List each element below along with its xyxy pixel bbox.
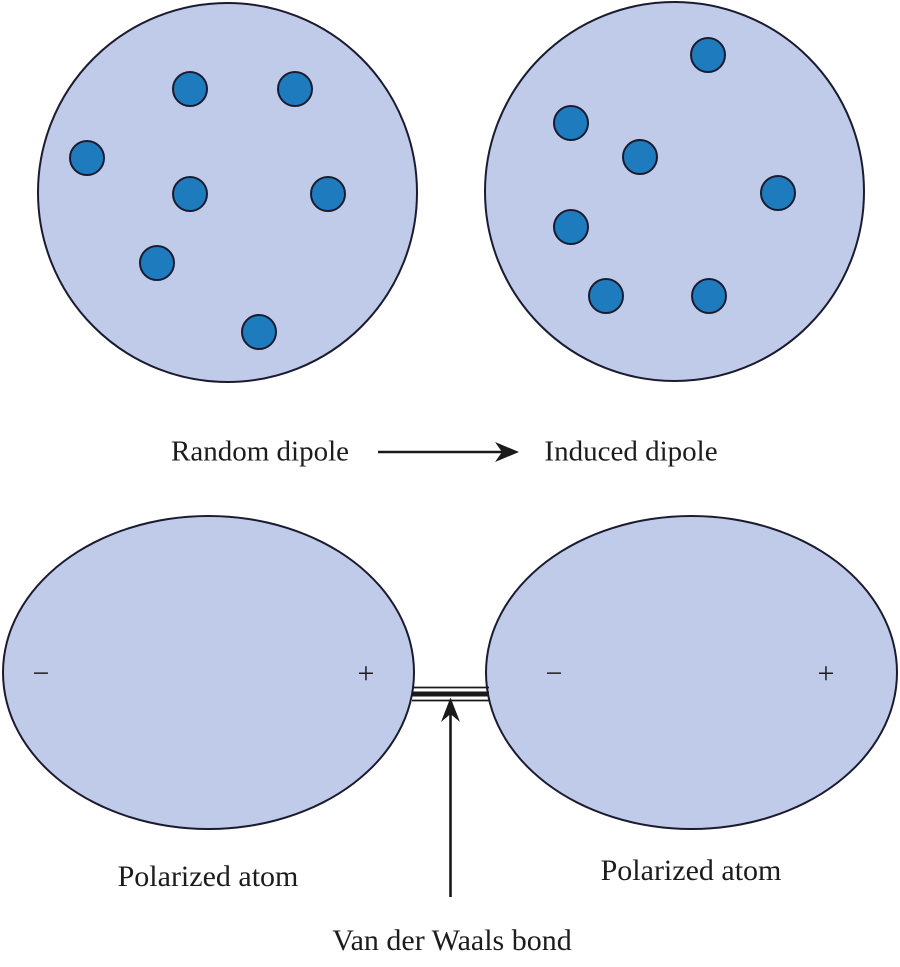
electron-dot: [139, 245, 175, 281]
electron-dot: [622, 139, 658, 175]
plus-sign-right-atom: +: [817, 657, 835, 690]
electron-dot: [310, 176, 346, 212]
induced-dipole-label: Induced dipole: [544, 435, 718, 468]
electron-dot: [553, 105, 589, 141]
transition-arrow: [378, 442, 519, 462]
polarized-atom-right-shape: [485, 515, 898, 830]
van-der-waals-bond-label: Van der Waals bond: [332, 924, 572, 957]
bond-pointer-arrow: [441, 697, 460, 897]
bond-pointer-arrowhead: [441, 697, 460, 722]
electron-dot: [277, 71, 313, 107]
induced-dipole-atom: [484, 1, 865, 382]
random-dipole-label: Random dipole: [170, 435, 350, 468]
polarized-atom-left-shape: [2, 515, 415, 830]
electron-dot: [69, 140, 105, 176]
random-dipole-atom: [37, 2, 418, 383]
electron-dot: [588, 278, 624, 314]
electron-dot: [691, 278, 727, 314]
electron-dot: [690, 37, 726, 73]
van-der-waals-bond-lines: [412, 686, 489, 702]
electron-dot: [760, 175, 796, 211]
minus-sign-right-atom: −: [545, 657, 563, 690]
polarized-atom-left-label: Polarized atom: [117, 860, 299, 893]
electron-dot: [553, 209, 589, 245]
electron-dot: [172, 71, 208, 107]
electron-dot: [241, 314, 277, 350]
minus-sign-left-atom: −: [32, 657, 50, 690]
electron-dot: [172, 176, 208, 212]
polarized-atom-right-label: Polarized atom: [600, 854, 782, 887]
plus-sign-left-atom: +: [357, 657, 375, 690]
transition-arrowhead: [495, 442, 519, 462]
